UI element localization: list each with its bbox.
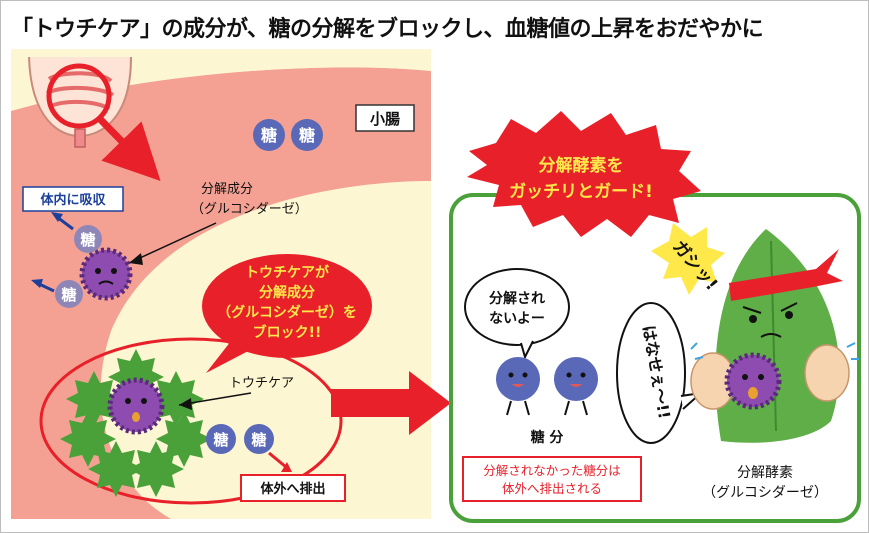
enzyme-character-left bbox=[79, 247, 133, 301]
headband bbox=[729, 249, 843, 301]
svg-text:糖: 糖 bbox=[80, 231, 95, 249]
svg-text:分解され: 分解され bbox=[489, 290, 545, 307]
sugar-pair-top: 糖 糖 bbox=[253, 119, 323, 151]
enzyme-name: 分解酵素 bbox=[737, 465, 793, 481]
magnifier-circle bbox=[46, 63, 112, 129]
svg-text:ガッチリとガード!: ガッチリとガード! bbox=[509, 182, 653, 202]
sugar-speech: 分解され ないよー bbox=[464, 268, 570, 360]
enzyme-label: 分解成分 bbox=[201, 182, 253, 197]
absorb-label: 体内に吸収 bbox=[40, 192, 106, 208]
excrete-label: 体外へ排出 bbox=[260, 481, 325, 497]
intestine-inset bbox=[28, 56, 161, 182]
touchicare-label: トウチケア bbox=[229, 376, 294, 391]
svg-text:糖: 糖 bbox=[61, 286, 76, 304]
zoom-arrow bbox=[96, 115, 161, 182]
enzyme-speech: はなせぇ〜!! bbox=[616, 302, 705, 444]
svg-text:ブロック!!: ブロック!! bbox=[253, 324, 322, 341]
sugar-label: 糖 分 bbox=[531, 429, 564, 446]
blocked-enzyme bbox=[60, 349, 212, 497]
enzyme-label-sub: （グルコシダーゼ） bbox=[191, 202, 308, 217]
svg-text:分解酵素を: 分解酵素を bbox=[539, 155, 624, 176]
note-line-1: 分解されなかった糖分は bbox=[483, 463, 621, 478]
intestine-label: 小腸 bbox=[370, 110, 400, 128]
transition-arrow bbox=[331, 371, 451, 435]
sugar-pair-excreted: 糖 糖 bbox=[206, 424, 274, 454]
svg-text:糖: 糖 bbox=[213, 431, 228, 449]
guard-burst: 分解酵素を ガッチリとガード! bbox=[467, 111, 701, 237]
gashi-burst: ガシッ! bbox=[651, 223, 725, 295]
svg-text:糖: 糖 bbox=[261, 126, 277, 145]
block-callout: トウチケアが 分解成分 （グルコシダーゼ）を ブロック!! bbox=[202, 254, 372, 373]
svg-text:トウチケアが: トウチケアが bbox=[245, 264, 330, 281]
svg-text:糖: 糖 bbox=[299, 126, 315, 145]
sugar-characters bbox=[496, 357, 598, 416]
svg-text:（グルコシダーゼ）を: （グルコシダーゼ）を bbox=[217, 304, 357, 321]
svg-text:分解成分: 分解成分 bbox=[259, 284, 315, 301]
svg-text:糖: 糖 bbox=[251, 431, 266, 449]
note-line-2: 体外へ排出される bbox=[502, 481, 602, 496]
svg-text:ないよー: ないよー bbox=[489, 311, 545, 327]
enzyme-name-sub: （グルコシダーゼ） bbox=[702, 485, 828, 501]
page-title: 「トウチケア」の成分が、糖の分解をブロックし、血糖値の上昇をおだやかに bbox=[11, 17, 764, 42]
block-region bbox=[39, 337, 343, 505]
touchicare-leaf-character bbox=[690, 229, 859, 443]
